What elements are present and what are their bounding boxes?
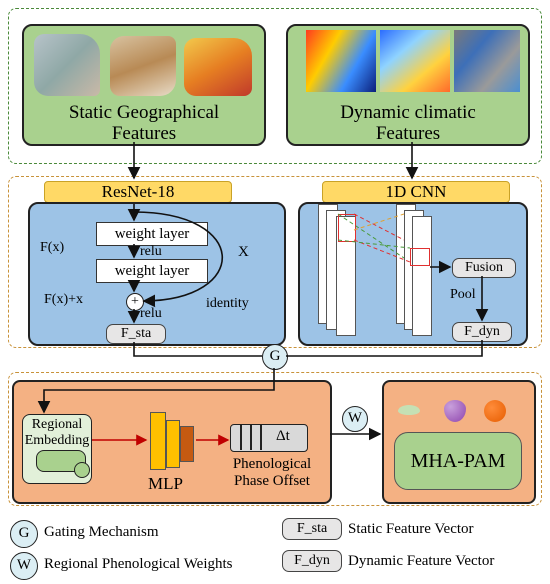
phase-offset-bar-2 xyxy=(250,424,252,450)
legend-fdyn-text: Dynamic Feature Vector xyxy=(348,553,495,569)
static-map-2 xyxy=(110,36,176,96)
phase-offset-label: Phenological Phase Offset xyxy=(232,456,312,489)
static-features-title: Static Geographical Features xyxy=(68,102,220,144)
x-label: X xyxy=(238,244,249,260)
mlp-label: MLP xyxy=(148,474,183,493)
climate-map-2 xyxy=(380,30,450,92)
gating-node: G xyxy=(262,344,288,370)
cnn-dash-3 xyxy=(337,213,405,259)
relu-label-2: relu xyxy=(140,306,162,321)
embedding-icon-stack xyxy=(36,450,86,472)
weights-node: W xyxy=(342,406,368,432)
fdyn-to-gate-path xyxy=(286,340,483,357)
legend-gate-icon: G xyxy=(10,520,38,548)
cnn-dash-2 xyxy=(353,239,411,263)
mlp-block-3 xyxy=(180,426,194,462)
phase-offset-bar-3 xyxy=(260,424,262,450)
weight-layer-1: weight layer xyxy=(96,222,208,246)
f-sta-output: F_sta xyxy=(106,324,166,344)
orange-icon xyxy=(484,400,506,422)
mlp-block-1 xyxy=(150,412,166,470)
cnn-dash-5 xyxy=(353,213,405,231)
gate-to-embedding-path xyxy=(37,368,275,414)
cnn-feature-map-3 xyxy=(336,216,356,336)
legend-weights-icon: W xyxy=(10,552,38,580)
phase-offset-block xyxy=(230,424,308,452)
static-map-1 xyxy=(34,34,100,96)
cnn-feature-map-6 xyxy=(412,216,432,336)
fx-label: F(x) xyxy=(40,240,65,255)
cnn-kernel-red-2 xyxy=(410,248,430,266)
leaf-icon xyxy=(398,405,420,415)
grape-icon xyxy=(444,400,466,422)
identity-skip-path xyxy=(133,211,224,308)
legend-gate-text: Gating Mechanism xyxy=(44,524,159,540)
legend-weights-text: Regional Phenological Weights xyxy=(44,556,233,572)
relu-label-1: relu xyxy=(140,244,162,259)
weight-layer-2: weight layer xyxy=(96,259,208,283)
fsta-to-gate-path xyxy=(133,342,262,357)
fusion-frame xyxy=(8,372,542,506)
pool-label: Pool xyxy=(450,287,476,302)
legend-fdyn-icon: F_dyn xyxy=(282,550,342,572)
fusion-node: Fusion xyxy=(452,258,516,278)
climate-map-1 xyxy=(306,30,376,92)
phase-offset-bar-1 xyxy=(240,424,242,450)
legend-fsta-icon: F_sta xyxy=(282,518,342,540)
cnn-dash-4 xyxy=(337,239,411,249)
static-map-images xyxy=(34,34,254,98)
identity-label: identity xyxy=(206,296,249,311)
dynamic-features-panel: Dynamic climatic Features xyxy=(286,24,530,146)
embedding-icon-dot xyxy=(74,462,90,478)
mlp-block-2 xyxy=(166,420,180,468)
climate-map-3 xyxy=(454,30,520,92)
input-features-frame xyxy=(8,8,542,164)
legend-fsta-text: Static Feature Vector xyxy=(348,521,474,537)
mha-pam-box: MHA-PAM xyxy=(394,432,522,490)
delta-t-label: Δt xyxy=(276,428,290,444)
static-features-panel: Static Geographical Features xyxy=(22,24,266,146)
cnn-dash-1 xyxy=(353,213,405,241)
fx-plus-x-label: F(x)+x xyxy=(44,292,84,307)
static-map-3 xyxy=(184,38,252,96)
dynamic-features-title: Dynamic climatic Features xyxy=(340,102,476,144)
